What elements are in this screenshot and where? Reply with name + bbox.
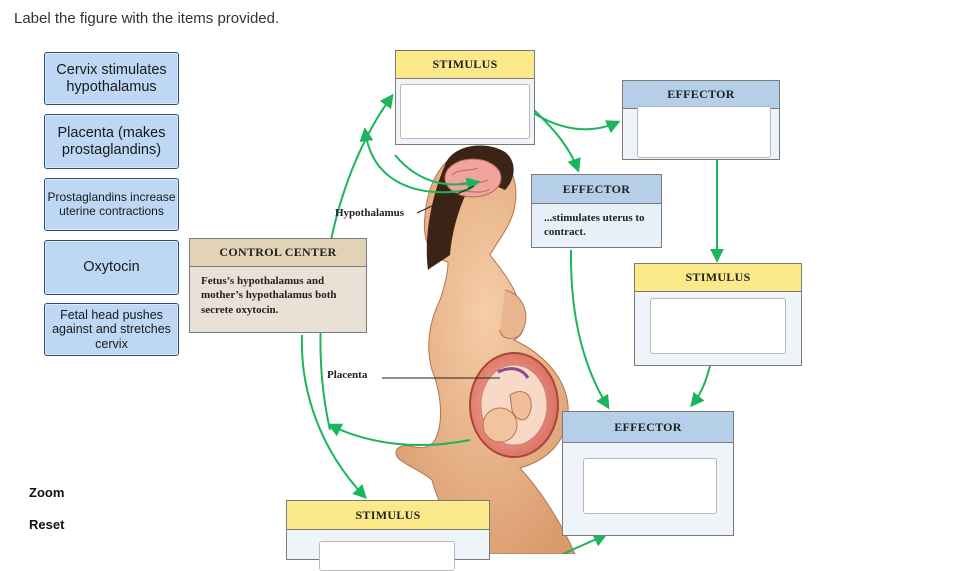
arrow-stimulus-to-hypothalamus (394, 154, 481, 192)
drop-target-effector-bottom-right[interactable] (583, 458, 717, 514)
label-tile-oxytocin[interactable]: Oxytocin (44, 240, 179, 295)
drop-target-stimulus-right[interactable] (650, 298, 786, 354)
effector-box-middle: EFFECTOR ...stimulates uterus to contrac… (531, 174, 662, 248)
arrow-control-down (300, 334, 367, 500)
tile-text: Oxytocin (83, 259, 140, 276)
box-header: EFFECTOR (532, 175, 661, 204)
control-center-box: CONTROL CENTER Fetus’s hypothalamus and … (189, 238, 367, 333)
stimulus-box-right: STIMULUS (634, 263, 802, 366)
arrow-middle-down (569, 249, 610, 410)
effector-box-bottom-right: EFFECTOR (562, 411, 734, 536)
label-tile-cervix-stimulates[interactable]: Cervix stimulates hypothalamus (44, 52, 179, 105)
placenta-label: Placenta (327, 369, 368, 381)
fetus-head (482, 407, 518, 443)
label-tile-fetal-head[interactable]: Fetal head pushes against and stretches … (44, 303, 179, 356)
box-header: EFFECTOR (623, 81, 779, 109)
arrow-bottom-exit (562, 533, 608, 554)
label-tile-prostaglandins[interactable]: Prostaglandins increase uterine contract… (44, 178, 179, 231)
arrow-womb-to-control (327, 423, 471, 446)
drop-target-effector-right-top[interactable] (637, 106, 771, 158)
drop-target-stimulus-bottom[interactable] (319, 541, 455, 571)
tile-text: Cervix stimulates hypothalamus (56, 61, 167, 95)
hypothalamus-leader (416, 185, 475, 214)
hypothalamus-label: Hypothalamus (335, 207, 405, 219)
zoom-button[interactable]: Zoom (29, 485, 65, 500)
arrow-to-effector-middle (531, 107, 581, 173)
box-header: CONTROL CENTER (190, 239, 366, 267)
box-header: STIMULUS (396, 51, 534, 79)
effector-middle-note: ...stimulates uterus to contract. (544, 212, 645, 239)
label-tile-placenta[interactable]: Placenta (makes prostaglandins) (44, 114, 179, 169)
control-center-note: Fetus’s hypothalamus and mother’s hypoth… (201, 275, 337, 316)
tile-text: Fetal head pushes against and stretches … (52, 307, 171, 351)
drop-target-stimulus-top[interactable] (400, 84, 530, 139)
stimulus-box-bottom: STIMULUS (286, 500, 490, 571)
figure-illustration (300, 93, 724, 554)
arrow-stimulus-right-down (690, 365, 711, 408)
stimulus-box-top: STIMULUS (395, 50, 535, 145)
arrow-hypothalamus-loop (359, 127, 469, 194)
effector-box-right-top: EFFECTOR (622, 80, 780, 160)
tile-text: Placenta (makes prostaglandins) (57, 124, 166, 158)
instructions-text: Label the figure with the items provided… (14, 10, 280, 27)
box-header: STIMULUS (287, 501, 489, 530)
box-header: STIMULUS (635, 264, 801, 292)
reset-button[interactable]: Reset (29, 517, 65, 532)
tile-text: Prostaglandins increase uterine contract… (47, 189, 176, 218)
box-header: EFFECTOR (563, 412, 733, 443)
